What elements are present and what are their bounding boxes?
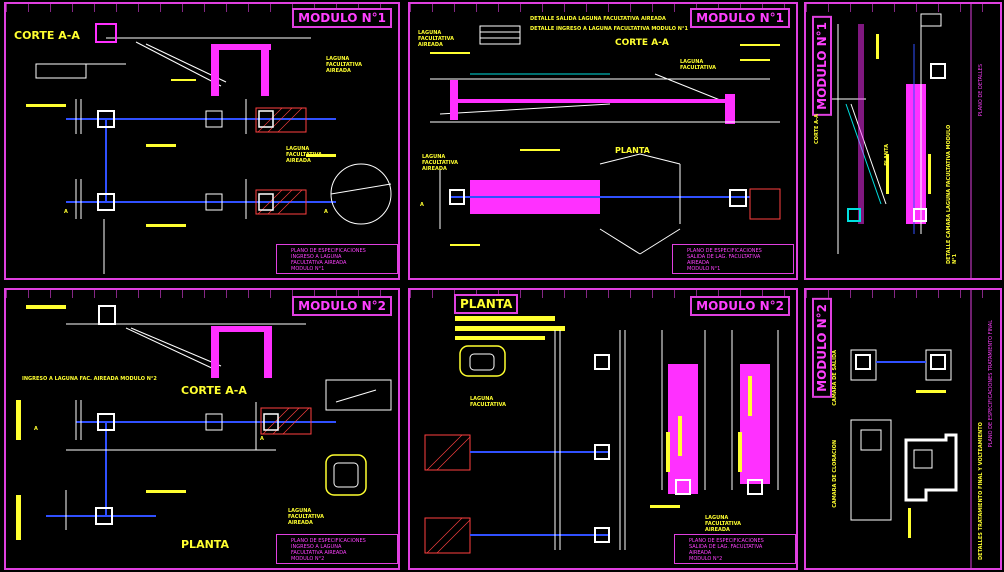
sheet-description: DETALLE CAMARA LAGUNA FACULTATIVA MODULO… (946, 124, 958, 264)
title-block-line: INGRESO A LAGUNA (291, 254, 342, 260)
title-block-line: MODULO N°1 (687, 266, 721, 272)
title-block-line: MODULO N°1 (291, 266, 325, 272)
section-marker: A (260, 436, 264, 442)
drawing-bottom-right (850, 290, 972, 568)
drawing-top-left (26, 23, 392, 274)
module-badge: MODULO N°2 (292, 296, 392, 316)
section-title: CORTE A-A (814, 114, 820, 144)
title-block-line: PLANO DE ESPECIFICACIONES (291, 248, 366, 254)
lagoon-label: LAGUNA FACULTATIVA AIREADA (288, 508, 324, 526)
module-badge: MODULO N°2 (812, 298, 832, 398)
lagoon-label: LAGUNA FACULTATIVA (680, 59, 716, 71)
section-marker: A (64, 209, 68, 215)
plan-title: PLANTA (884, 144, 890, 166)
section-marker: A (34, 426, 38, 432)
drawing-heading: INGRESO A LAGUNA FAC. AIREADA MODULO N°2 (22, 376, 157, 382)
title-block-line: FACULTATIVA AIREADA (291, 260, 347, 266)
module-badge: MODULO N°2 (690, 296, 790, 316)
sheet-bottom-right[interactable]: MODULO N°2 CAMARA DE SALIDA CAMARA DE CL… (804, 288, 1002, 570)
title-block-line: AIREADA (687, 260, 710, 266)
sheet-bottom-center[interactable]: MODULO N°2 PLANTA LAGUNA FACULTATIVA LAG… (408, 288, 798, 570)
module-badge: MODULO N°1 (812, 16, 832, 116)
sheet-bottom-left[interactable]: MODULO N°2 INGRESO A LAGUNA FAC. AIREADA… (4, 288, 400, 570)
lagoon-label: LAGUNA FACULTATIVA AIREADA (326, 56, 362, 74)
module-badge: MODULO N°1 (690, 8, 790, 28)
sheet-description: DETALLES TRATAMIENTO FINAL Y VOLTEAMIENT… (978, 422, 984, 560)
sheet-top-center[interactable]: MODULO N°1 DETALLE SALIDA LAGUNA FACULTA… (408, 2, 798, 280)
sheet-ruler (806, 4, 1000, 12)
sheet-top-left[interactable]: MODULO N°1 CORTE A-A LAGUNA FACULTATIVA … (4, 2, 400, 280)
module-badge: MODULO N°1 (292, 8, 392, 28)
title-block-line: FACULTATIVA AIREADA (291, 550, 347, 556)
title-block-line: SALIDA DE LAG. FACULTATIVA (689, 544, 763, 550)
lagoon-label: LAGUNA FACULTATIVA AIREADA (418, 30, 454, 48)
lagoon-label: LAGUNA FACULTATIVA (470, 396, 506, 408)
title-block-line: INGRESO A LAGUNA (291, 544, 342, 550)
drawing-top-right (826, 4, 972, 278)
title-block[interactable]: PLANO DE ESPECIFICACIONES INGRESO A LAGU… (276, 534, 398, 564)
sheet-ruler (6, 4, 398, 12)
plan-title: PLANTA (615, 146, 650, 155)
title-block-line: PLANO DE ESPECIFICACIONES (291, 538, 366, 544)
sheet-top-right[interactable]: MODULO N°1 CORTE A-A PLANTA DETALLE CAMA… (804, 2, 1002, 280)
title-block-line: PLANO DE ESPECIFICACIONES (689, 538, 764, 544)
drawing-heading: DETALLE INGRESO A LAGUNA FACULTATIVA MOD… (530, 26, 688, 32)
plan-title: PLANTA (454, 294, 519, 314)
drawing-bottom-left (16, 305, 392, 540)
lagoon-label: LAGUNA FACULTATIVA AIREADA (705, 515, 741, 533)
title-block-line: MODULO N°2 (689, 556, 723, 562)
sheet-ruler (6, 290, 398, 298)
detail-label: CAMARA DE SALIDA (832, 350, 838, 406)
drawing-bottom-center (424, 316, 779, 554)
title-block[interactable]: PLANO DE ESPECIFICACIONES SALIDA DE LAG.… (672, 244, 794, 274)
lagoon-label: LAGUNA FACULTATIVA AIREADA (286, 146, 322, 164)
title-block-line: SALIDA DE LAG. FACULTATIVA (687, 254, 761, 260)
sheet-ruler (410, 4, 796, 12)
section-title: CORTE A-A (14, 29, 80, 42)
section-title: CORTE A-A (181, 384, 247, 397)
drawing-heading: DETALLE SALIDA LAGUNA FACULTATIVA AIREAD… (530, 16, 666, 22)
title-block[interactable]: PLANO DE ESPECIFICACIONES SALIDA DE LAG.… (674, 534, 796, 564)
section-marker: A (324, 209, 328, 215)
drawing-top-center (430, 25, 781, 255)
title-block-line: PLANO DE ESPECIFICACIONES (687, 248, 762, 254)
detail-label: CAMARA DE CLORACION (832, 440, 838, 508)
title-block-line: MODULO N°2 (291, 556, 325, 562)
section-title: CORTE A-A (615, 38, 669, 48)
title-block-line: PLANO DE ESPECIFICACIONES TRATAMIENTO FI… (988, 320, 994, 448)
title-block[interactable]: PLANO DE ESPECIFICACIONES INGRESO A LAGU… (276, 244, 398, 274)
title-block-line: AIREADA (689, 550, 712, 556)
sheet-ruler (410, 290, 796, 298)
plan-title: PLANTA (181, 538, 229, 551)
section-marker: A (420, 202, 424, 208)
title-block-line: PLANO DE DETALLES (978, 64, 984, 117)
sheet-ruler (806, 290, 1000, 298)
lagoon-label: LAGUNA FACULTATIVA AIREADA (422, 154, 458, 172)
